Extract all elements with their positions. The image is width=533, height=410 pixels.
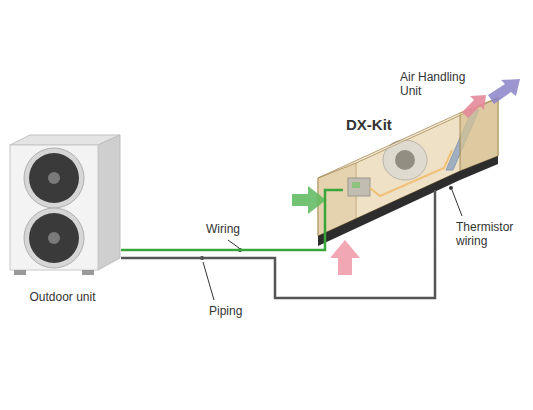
fan-ring xyxy=(24,148,84,208)
fan-hub xyxy=(48,232,60,244)
wiring-line xyxy=(121,190,343,250)
unit-side xyxy=(98,135,120,270)
fan-grille xyxy=(29,213,79,263)
unit-foot xyxy=(82,270,94,275)
leaders xyxy=(200,186,462,300)
outdoor-unit-drawing xyxy=(10,135,120,275)
exhaust-arrow xyxy=(488,79,520,104)
dx-kit: DX-Kit xyxy=(343,114,405,200)
edge-label: Piping xyxy=(208,304,243,318)
return-air-arrow xyxy=(330,240,360,275)
unit-foot xyxy=(14,270,26,275)
edge-label: Wiring xyxy=(205,222,241,236)
leader-line xyxy=(203,262,214,300)
leader-dot xyxy=(449,186,453,190)
supply-arrow xyxy=(462,95,486,118)
node-label: Air Handling Unit xyxy=(400,70,480,99)
callout-label: Thermistor wiring xyxy=(456,220,520,249)
fan-hub xyxy=(48,172,60,184)
unit-front xyxy=(10,145,98,270)
outdoor-unit: Outdoor unit xyxy=(4,130,121,310)
node-label: DX-Kit xyxy=(346,116,392,134)
node-label: Outdoor unit xyxy=(4,290,121,304)
leader-line xyxy=(452,190,462,216)
fan-grille xyxy=(29,153,79,203)
leader-line xyxy=(228,240,239,248)
piping-line xyxy=(121,250,435,298)
ahu-front xyxy=(318,113,460,236)
pipe-riser xyxy=(434,190,437,250)
intake-arrow xyxy=(292,186,326,214)
fan-ring xyxy=(24,208,84,268)
